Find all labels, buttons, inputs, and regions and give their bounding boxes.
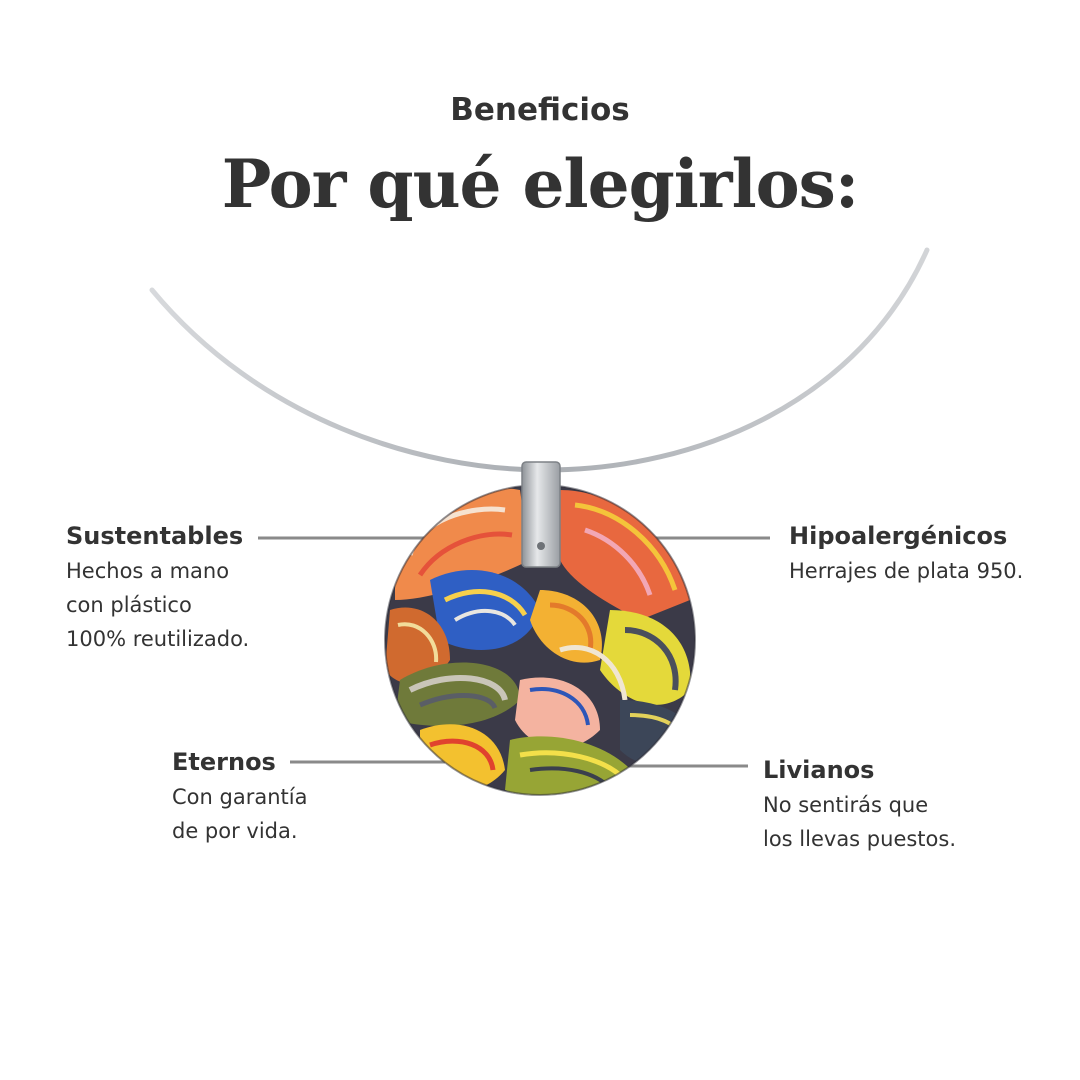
benefit-hipoalergenicos: Hipoalergénicos Herrajes de plata 950. — [789, 518, 1023, 588]
benefit-text: de por vida. — [172, 819, 298, 843]
page-title: Por qué elegirlos: — [221, 145, 859, 223]
benefit-sustentables: Sustentables Hechos a mano con plástico … — [66, 518, 249, 656]
benefit-text: los llevas puestos. — [763, 827, 956, 851]
benefit-livianos: Livianos No sentirás que los llevas pues… — [763, 752, 956, 856]
pendant-bail — [521, 461, 561, 568]
benefit-text: 100% reutilizado. — [66, 627, 250, 651]
benefit-text: con plástico — [66, 593, 192, 617]
benefit-text: No sentirás que — [763, 793, 929, 817]
pendant-disc — [385, 485, 695, 795]
benefit-text: Hechos a mano — [66, 559, 230, 583]
benefit-text: Con garantía — [172, 785, 308, 809]
benefit-title: Livianos — [763, 756, 875, 784]
benefit-title: Hipoalergénicos — [789, 522, 1008, 550]
necklace-wire — [149, 247, 930, 473]
section-eyebrow: Beneficios — [450, 92, 630, 128]
benefit-text: Herrajes de plata 950. — [789, 559, 1024, 583]
benefit-title: Sustentables — [66, 522, 244, 550]
benefit-title: Eternos — [172, 748, 276, 776]
benefit-eternos: Eternos Con garantía de por vida. — [172, 744, 307, 848]
